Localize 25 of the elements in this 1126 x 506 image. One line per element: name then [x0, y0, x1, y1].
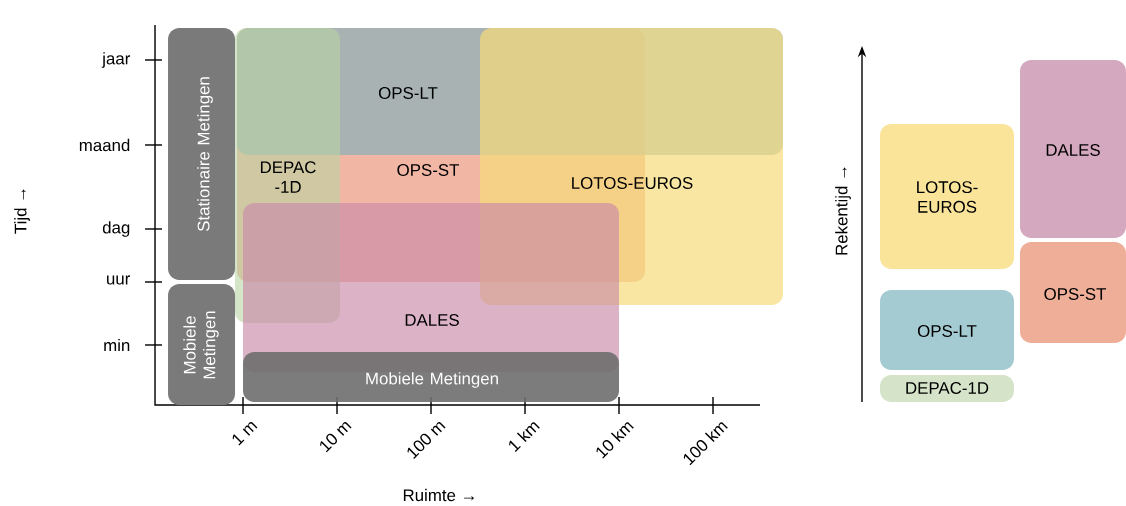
model-box: LOTOS- EUROS — [880, 123, 1014, 269]
tick-label: uur — [107, 275, 131, 285]
model-box: DALES — [1020, 60, 1126, 238]
model-box: LOTOS-EUROS — [480, 27, 784, 305]
model-box: OPS-LT — [880, 290, 1014, 370]
tick-label: maand — [79, 138, 130, 152]
measurement-bar: Mobiele Metingen — [243, 352, 619, 402]
measurement-bar: Mobiele Metingen — [168, 283, 236, 405]
model-box: DALES — [243, 202, 619, 372]
axis-title: Ruimte → — [403, 488, 475, 502]
measurement-bar: Stationaire Metingen — [168, 28, 236, 280]
model-box: OPS-ST — [1020, 241, 1126, 343]
axis-title: Tijd → — [14, 189, 30, 234]
tick-label: 1 km — [509, 422, 540, 452]
tick-label: 100 m — [407, 422, 446, 459]
model-box: DEPAC -1D — [235, 27, 341, 323]
axis-title: Rekentijd → — [835, 167, 851, 255]
tick-label: dag — [102, 221, 130, 237]
model-box: DEPAC-1D — [880, 374, 1014, 402]
tick-label: jaar — [101, 52, 131, 68]
tick-label: 10 km — [596, 422, 634, 459]
tick-label: 10 m — [320, 422, 352, 453]
tick-label: 1 m — [232, 421, 258, 446]
tick-label: 100 km — [683, 422, 728, 466]
tick-label: min — [104, 338, 130, 352]
